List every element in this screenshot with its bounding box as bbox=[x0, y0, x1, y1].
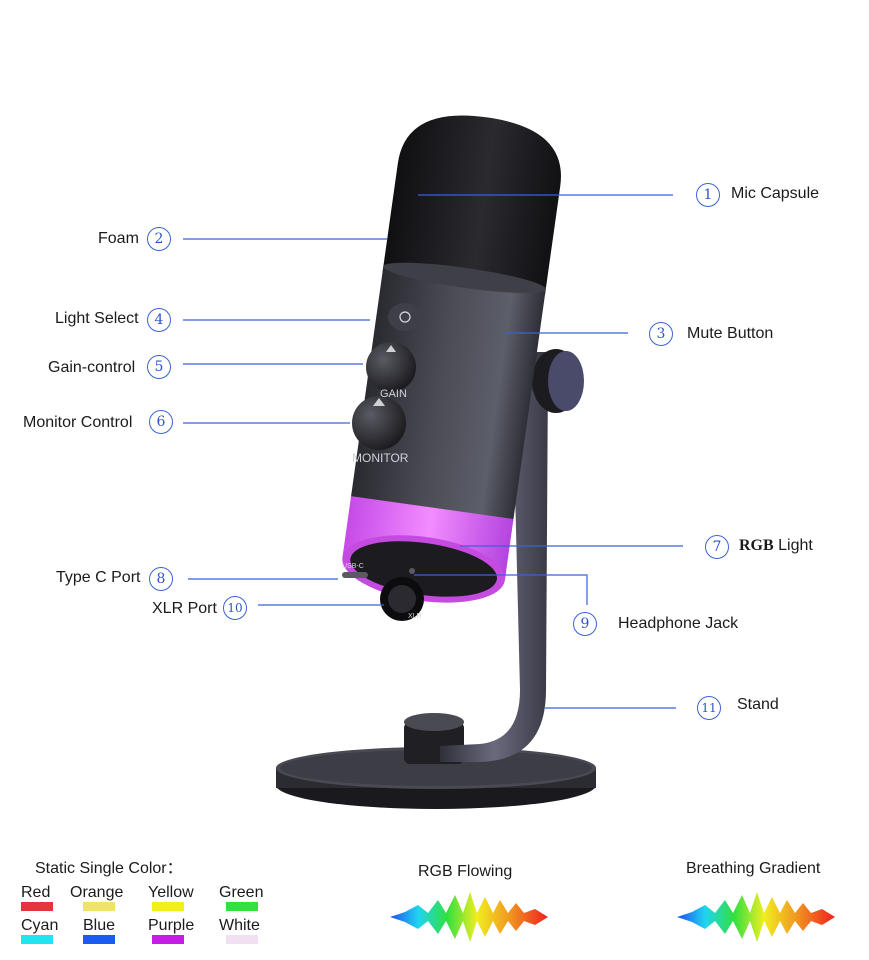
callout-number-7: 7 bbox=[705, 535, 729, 559]
rgb-flowing-title: RGB Flowing bbox=[418, 863, 513, 880]
color-swatch-green bbox=[226, 902, 258, 911]
usb-c-port-label: USB-C bbox=[342, 563, 364, 570]
callout-label-stand: Stand bbox=[737, 696, 779, 713]
callout-number-3: 3 bbox=[649, 322, 673, 346]
callout-label-gain-control: Gain-control bbox=[48, 359, 136, 376]
gain-knob-label: GAIN bbox=[380, 388, 407, 400]
breathing-gradient-wave bbox=[677, 892, 835, 942]
callout-number-9: 9 bbox=[573, 612, 597, 636]
rgb-bold-text: RGB bbox=[739, 537, 774, 554]
color-name-purple: Purple bbox=[148, 917, 195, 934]
color-swatch-yellow bbox=[152, 902, 184, 911]
rgb-flowing-wave bbox=[390, 892, 548, 942]
color-swatch-white bbox=[226, 935, 258, 944]
callout-number-6: 6 bbox=[149, 410, 173, 434]
callout-number-2: 2 bbox=[147, 227, 171, 251]
breathing-gradient-title: Breathing Gradient bbox=[686, 860, 821, 877]
callout-label-mute-button: Mute Button bbox=[687, 325, 774, 342]
callout-label-type-c-port: Type C Port bbox=[56, 569, 141, 586]
color-name-red: Red bbox=[21, 884, 51, 901]
callout-label-rgb-light: RGB Light bbox=[739, 537, 813, 555]
static-color-title: Static Single Color： bbox=[35, 860, 183, 877]
monitor-knob-label: MONITOR bbox=[352, 451, 409, 465]
color-name-cyan: Cyan bbox=[21, 917, 59, 934]
color-name-yellow: Yellow bbox=[148, 884, 194, 901]
color-swatch-purple bbox=[152, 935, 184, 944]
callout-label-headphone-jack: Headphone Jack bbox=[618, 615, 739, 632]
color-swatch-red bbox=[21, 902, 53, 911]
callout-number-5: 5 bbox=[147, 355, 171, 379]
callout-number-11: 11 bbox=[697, 696, 721, 720]
color-swatch-cyan bbox=[21, 935, 53, 944]
callout-label-foam: Foam bbox=[98, 230, 139, 247]
light-text: Light bbox=[773, 537, 813, 554]
callout-label-light-select: Light Select bbox=[55, 310, 139, 327]
callout-number-10: 10 bbox=[223, 596, 247, 620]
callout-number-4: 4 bbox=[147, 308, 171, 332]
color-swatch-orange bbox=[83, 902, 115, 911]
callout-label-xlr-port: XLR Port bbox=[152, 600, 217, 617]
color-name-white: White bbox=[219, 917, 260, 934]
callout-number-8: 8 bbox=[149, 567, 173, 591]
color-name-orange: Orange bbox=[70, 884, 124, 901]
color-name-blue: Blue bbox=[83, 917, 116, 934]
color-swatch-blue bbox=[83, 935, 115, 944]
callout-label-monitor-control: Monitor Control bbox=[23, 414, 133, 431]
callout-label-mic-capsule: Mic Capsule bbox=[731, 185, 820, 202]
xlr-port-label: XLR bbox=[408, 613, 422, 620]
color-name-green: Green bbox=[219, 884, 264, 901]
callout-number-1: 1 bbox=[696, 183, 720, 207]
